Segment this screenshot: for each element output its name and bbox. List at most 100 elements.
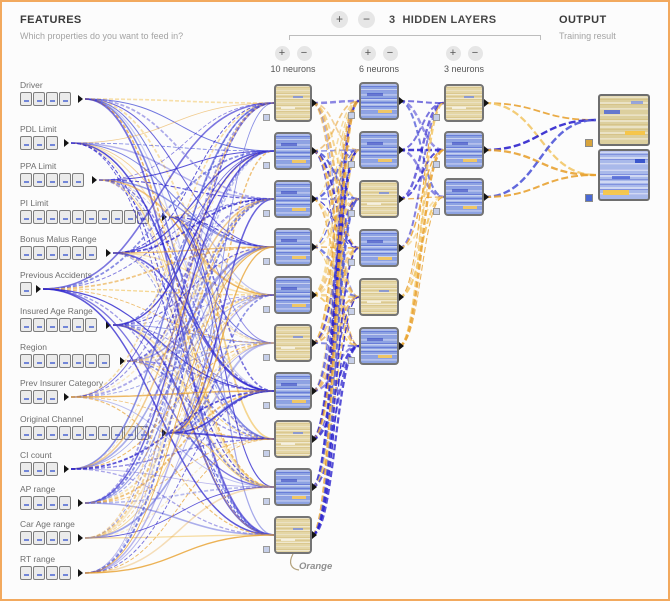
feature-box[interactable] [98, 210, 110, 224]
feature-box[interactable] [33, 136, 45, 150]
feature-box[interactable] [33, 531, 45, 545]
feature-box[interactable] [46, 566, 58, 580]
feature-box[interactable] [59, 210, 71, 224]
feature-box[interactable] [46, 354, 58, 368]
feature-box[interactable] [59, 318, 71, 332]
feature-box[interactable] [124, 210, 136, 224]
hidden-neuron[interactable] [444, 84, 484, 122]
hidden-neuron[interactable] [359, 229, 399, 267]
feature-box[interactable] [85, 354, 97, 368]
feature-box[interactable] [20, 173, 32, 187]
feature-box[interactable] [20, 354, 32, 368]
hidden-neuron[interactable] [359, 278, 399, 316]
hidden-neuron[interactable] [274, 468, 312, 506]
feature-box[interactable] [72, 173, 84, 187]
hidden-neuron[interactable] [274, 132, 312, 170]
feature-box[interactable] [33, 462, 45, 476]
feature-box[interactable] [33, 318, 45, 332]
feature-box[interactable] [59, 92, 71, 106]
feature-box[interactable] [59, 426, 71, 440]
feature-box[interactable] [33, 426, 45, 440]
hidden-neuron[interactable] [274, 324, 312, 362]
feature-box[interactable] [124, 426, 136, 440]
feature-box[interactable] [46, 246, 58, 260]
feature-box[interactable] [33, 173, 45, 187]
layer-2-neurons-count-label: 6 neurons [358, 64, 400, 74]
feature-box[interactable] [111, 210, 123, 224]
hidden-neuron[interactable] [444, 131, 484, 169]
feature-box[interactable] [85, 246, 97, 260]
feature-box[interactable] [46, 390, 58, 404]
hidden-neuron[interactable] [359, 82, 399, 120]
layer-1-remove-neuron-button[interactable]: − [296, 46, 312, 61]
hidden-neuron[interactable] [274, 84, 312, 122]
feature-box[interactable] [46, 173, 58, 187]
feature-box[interactable] [85, 210, 97, 224]
hidden-neuron[interactable] [359, 327, 399, 365]
feature-box[interactable] [72, 426, 84, 440]
feature-box[interactable] [59, 566, 71, 580]
feature-box[interactable] [59, 354, 71, 368]
feature-box[interactable] [98, 426, 110, 440]
feature-box[interactable] [33, 390, 45, 404]
feature-box[interactable] [85, 426, 97, 440]
layer-2-add-neuron-button[interactable]: + [360, 46, 376, 61]
feature-box[interactable] [59, 496, 71, 510]
feature-arrow-icon [78, 534, 83, 542]
feature-box[interactable] [20, 462, 32, 476]
hidden-neuron[interactable] [274, 276, 312, 314]
feature-box[interactable] [72, 318, 84, 332]
feature-box[interactable] [137, 426, 149, 440]
feature-box[interactable] [20, 496, 32, 510]
hidden-neuron[interactable] [444, 178, 484, 216]
feature-box[interactable] [72, 210, 84, 224]
feature-box[interactable] [20, 282, 32, 296]
feature-box[interactable] [20, 390, 32, 404]
hidden-neuron[interactable] [274, 228, 312, 266]
feature-box[interactable] [85, 318, 97, 332]
feature-box[interactable] [20, 92, 32, 106]
feature-box[interactable] [72, 354, 84, 368]
feature-box[interactable] [46, 136, 58, 150]
feature-box[interactable] [33, 496, 45, 510]
add-hidden-layer-button[interactable]: + [331, 11, 348, 28]
feature-box[interactable] [20, 246, 32, 260]
feature-box[interactable] [20, 136, 32, 150]
feature-box[interactable] [137, 210, 149, 224]
feature-box[interactable] [98, 354, 110, 368]
feature-box[interactable] [20, 318, 32, 332]
layer-3-add-neuron-button[interactable]: + [445, 46, 461, 61]
hidden-neuron[interactable] [274, 180, 312, 218]
feature-box[interactable] [33, 210, 45, 224]
feature-box[interactable] [20, 566, 32, 580]
layer-2-remove-neuron-button[interactable]: − [382, 46, 398, 61]
feature-box[interactable] [46, 462, 58, 476]
feature-box[interactable] [46, 426, 58, 440]
feature-box[interactable] [72, 246, 84, 260]
feature-box[interactable] [33, 566, 45, 580]
feature-box[interactable] [59, 531, 71, 545]
feature-box[interactable] [33, 92, 45, 106]
feature-box[interactable] [20, 531, 32, 545]
remove-hidden-layer-button[interactable]: − [358, 11, 375, 28]
feature-box[interactable] [33, 354, 45, 368]
feature-box[interactable] [20, 210, 32, 224]
feature-box[interactable] [46, 210, 58, 224]
hidden-neuron[interactable] [274, 420, 312, 458]
feature-box[interactable] [33, 246, 45, 260]
layer-1-add-neuron-button[interactable]: + [274, 46, 290, 61]
feature-box[interactable] [59, 173, 71, 187]
layer-3-remove-neuron-button[interactable]: − [467, 46, 483, 61]
hidden-neuron[interactable] [274, 372, 312, 410]
feature-box[interactable] [46, 496, 58, 510]
feature-box[interactable] [46, 92, 58, 106]
hidden-neuron[interactable] [359, 131, 399, 169]
feature-box[interactable] [111, 426, 123, 440]
neuron-arrow-icon [484, 146, 489, 154]
hidden-neuron[interactable] [274, 516, 312, 554]
feature-box[interactable] [46, 318, 58, 332]
feature-box[interactable] [20, 426, 32, 440]
feature-box[interactable] [59, 246, 71, 260]
feature-box[interactable] [46, 531, 58, 545]
hidden-neuron[interactable] [359, 180, 399, 218]
